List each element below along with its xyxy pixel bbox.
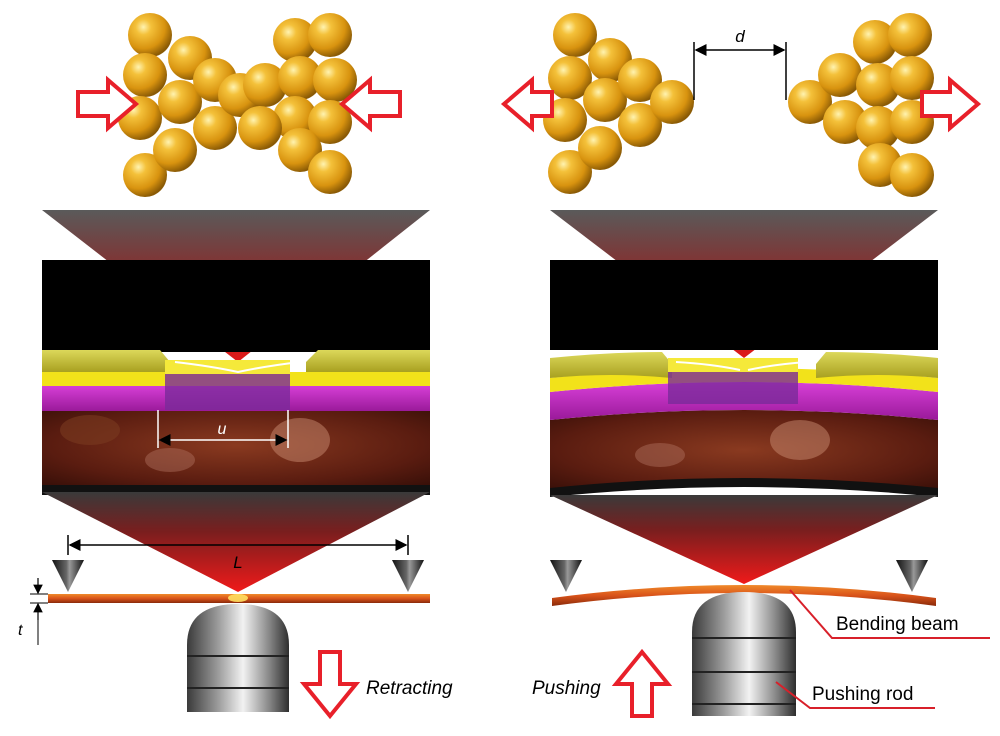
pull-outward-arrow-right (920, 75, 982, 133)
label-support-span: L (233, 553, 242, 572)
bending-beam-bent (552, 585, 936, 606)
support-left (52, 560, 84, 592)
zoom-cone-lower-right (550, 495, 938, 584)
leader-bending-beam (789, 589, 990, 639)
left-panel: u L t (18, 13, 453, 720)
pushing-rod-right (692, 592, 796, 716)
leader-pushing-rod (775, 681, 935, 709)
right-panel: d (500, 13, 990, 718)
pushing-rod-left (187, 604, 289, 712)
label-pushing: Pushing (532, 678, 601, 699)
dimension-L: L (67, 535, 409, 572)
label-gap-width: u (218, 421, 227, 438)
support-left-right-panel (550, 560, 582, 592)
atom-cluster-closed (118, 13, 357, 197)
substrate-block-bent (550, 260, 938, 497)
label-pushing-rod: Pushing rod (812, 684, 913, 705)
support-right-right-panel (896, 560, 928, 592)
label-beam-thickness: t (18, 622, 23, 639)
label-bending-beam: Bending beam (836, 614, 959, 635)
retracting-arrow (299, 650, 361, 720)
zoom-cone-lower (42, 492, 430, 592)
push-inward-arrow-right (338, 75, 402, 133)
pushing-arrow (611, 648, 673, 718)
push-inward-arrow-left (76, 75, 140, 133)
dimension-t: t (18, 578, 48, 645)
dimension-u: u (157, 410, 289, 448)
atom-cluster-right-electrode (788, 13, 934, 197)
atom-cluster-left-electrode (543, 13, 694, 194)
label-retracting: Retracting (366, 678, 453, 699)
support-right (392, 560, 424, 592)
substrate-block (42, 260, 430, 495)
label-gap-distance: d (735, 27, 745, 46)
dimension-d: d (693, 27, 787, 100)
pull-outward-arrow-left (500, 75, 554, 133)
